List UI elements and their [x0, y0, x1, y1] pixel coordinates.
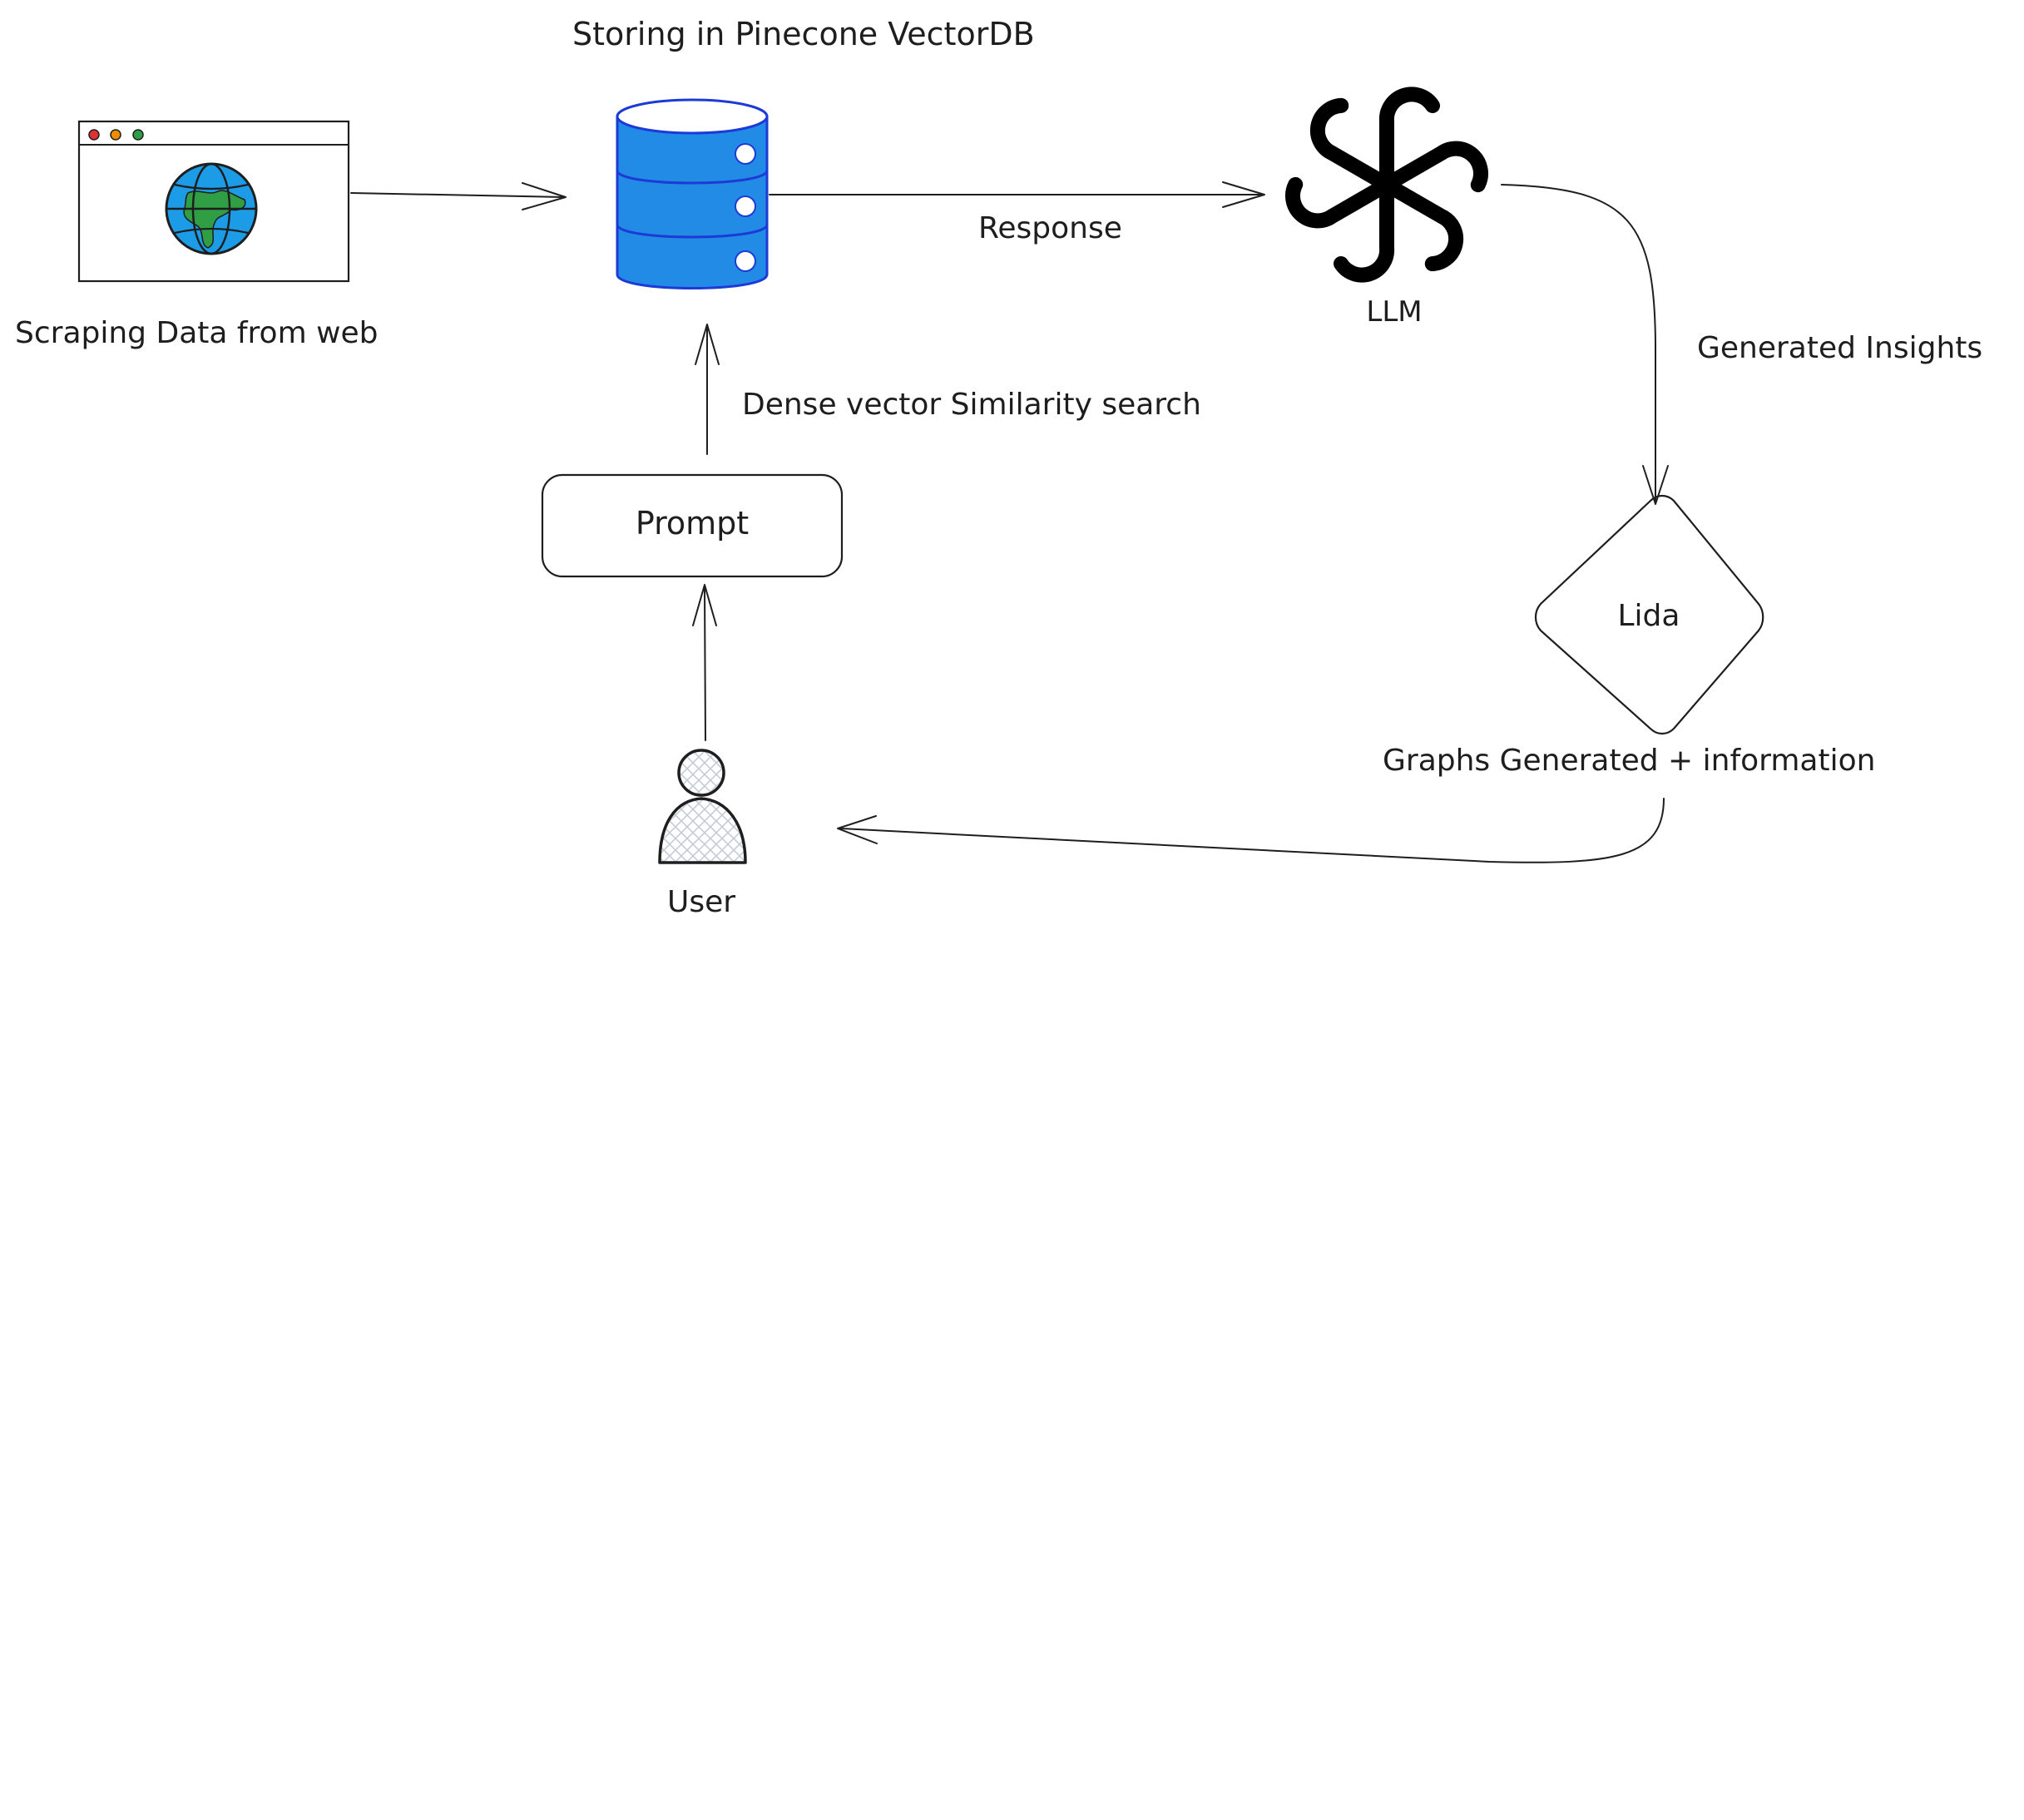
lida-node-label: Lida [1618, 599, 1680, 633]
edge-prompt-to-database [695, 324, 720, 455]
lida-node[interactable]: Lida [1534, 494, 1764, 735]
database-icon [616, 98, 769, 289]
edge-browser-to-database [350, 182, 567, 210]
label-response: Response [978, 211, 1122, 245]
prompt-node-label: Prompt [636, 505, 749, 542]
browser-window-icon [77, 120, 350, 283]
window-dot-yellow-icon [110, 129, 121, 141]
window-dot-green-icon [132, 129, 144, 141]
window-dot-red-icon [88, 129, 100, 141]
edge-user-to-prompt [692, 584, 717, 741]
edge-database-to-llm [769, 181, 1265, 208]
label-graphs-info: Graphs Generated + information [1383, 744, 1875, 778]
user-icon [658, 749, 747, 864]
llm-logo-icon [1285, 87, 1487, 274]
label-storing: Storing in Pinecone VectorDB [572, 16, 1035, 52]
edge-lida-to-user [837, 798, 1665, 863]
prompt-node[interactable]: Prompt [541, 473, 844, 578]
label-scraping: Scraping Data from web [15, 316, 379, 350]
label-dense-search: Dense vector Similarity search [742, 388, 1201, 422]
label-llm: LLM [1366, 295, 1422, 329]
label-generated-insights: Generated Insights [1697, 331, 1982, 365]
label-user: User [667, 885, 735, 919]
globe-icon [165, 162, 258, 255]
edge-llm-to-lida [1501, 184, 1669, 505]
